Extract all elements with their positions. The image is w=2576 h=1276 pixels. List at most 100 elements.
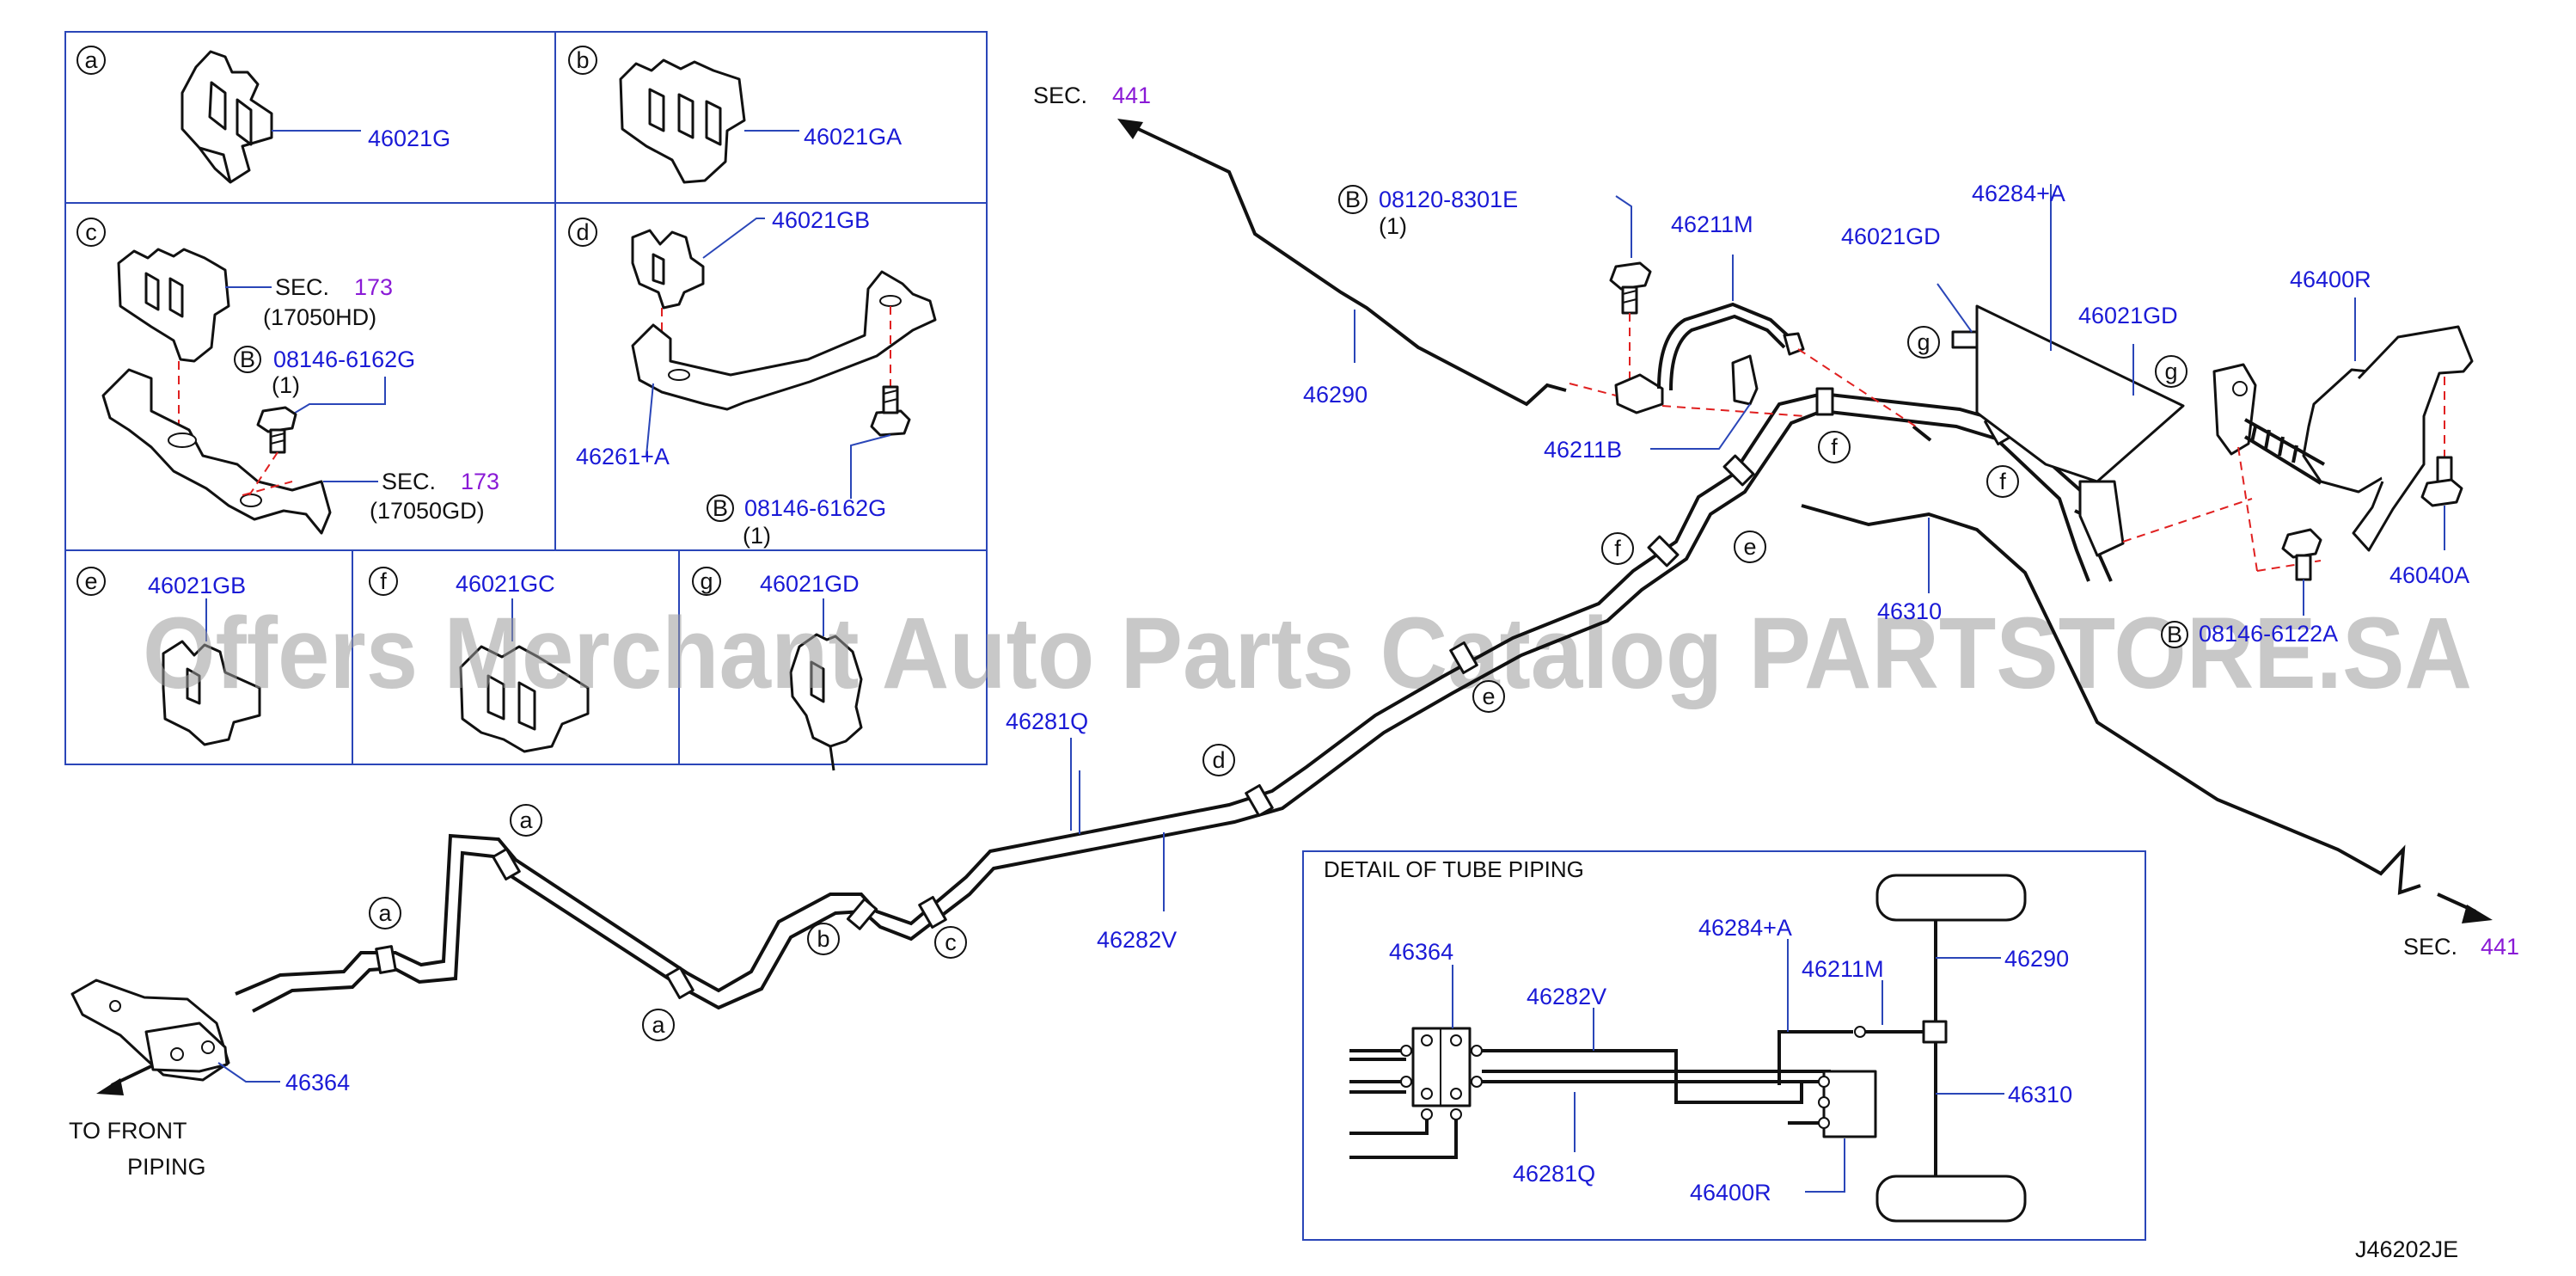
bolt-d-icon[interactable]	[870, 385, 911, 437]
part-46310-label[interactable]: 46310	[1877, 598, 1942, 624]
valve-46364-icon[interactable]	[70, 978, 230, 1082]
box-letter-e: e	[84, 568, 97, 594]
part-46021GD-g-label[interactable]: 46021GD	[760, 571, 860, 597]
to-front-line2: PIPING	[127, 1154, 206, 1180]
bolt-08120-8301E-icon[interactable]	[1609, 261, 1652, 315]
bolt-c-icon[interactable]	[256, 406, 297, 454]
sec-top-number[interactable]: 441	[1112, 83, 1151, 108]
sec-number-173-c2[interactable]: 173	[461, 469, 499, 494]
clip-46021GD-g-icon[interactable]	[789, 633, 863, 771]
callout-g-1[interactable]: g	[1917, 329, 1930, 355]
callout-g-2[interactable]: g	[2164, 359, 2177, 384]
part-46021GB-d-label[interactable]: 46021GB	[772, 207, 870, 233]
part-46021GD-1-label[interactable]: 46021GD	[1841, 224, 1941, 249]
detail-box-b: b 46021GA	[568, 46, 902, 184]
tube-46310	[1801, 504, 2421, 895]
callout-b[interactable]: b	[817, 926, 829, 952]
part-46261A-label[interactable]: 46261+A	[576, 444, 670, 469]
part-46021GC-label[interactable]: 46021GC	[456, 571, 555, 597]
callout-f-3[interactable]: f	[1999, 469, 2006, 494]
hose-46211M-icon[interactable]	[1614, 302, 1805, 414]
bolt-top-prefix: B	[1345, 187, 1361, 212]
sec-number-173-c[interactable]: 173	[354, 274, 393, 300]
tube-46281Q	[235, 391, 2113, 996]
sec-code-17050HD: (17050HD)	[263, 304, 376, 330]
callout-a-3[interactable]: a	[652, 1012, 665, 1038]
detail-box-g: g 46021GD	[692, 567, 863, 771]
bolt-08146-6162G-d[interactable]: 08146-6162G	[744, 495, 886, 521]
bracket-c-icon	[101, 368, 332, 535]
callout-c[interactable]: c	[945, 929, 957, 955]
part-46400R-label[interactable]: 46400R	[2290, 267, 2371, 292]
bolt-right-prefix: B	[2167, 622, 2182, 647]
tube-detail-title: DETAIL OF TUBE PIPING	[1324, 856, 1584, 882]
part-46021GB-e-label[interactable]: 46021GB	[148, 573, 246, 598]
detail-box-c: c SEC. 173 (17050HD) B 08146-6162G (1) S…	[76, 218, 499, 535]
tube-piping-detail: DETAIL OF TUBE PIPING 4636	[1302, 850, 2146, 1241]
bolt-08146-6162G-c[interactable]: 08146-6162G	[273, 347, 415, 372]
detail-box-a: a 46021G	[76, 46, 450, 184]
clip-46021GB-e-icon[interactable]	[162, 640, 261, 746]
callout-a-1[interactable]: a	[378, 900, 392, 926]
part-46211M-label[interactable]: 46211M	[1671, 212, 1753, 237]
bolt-08146-6122A-label[interactable]: 08146-6122A	[2199, 621, 2338, 647]
clip-46021G-icon[interactable]	[181, 50, 273, 184]
td-46281Q-label[interactable]: 46281Q	[1513, 1161, 1595, 1187]
brake-tube-network	[235, 119, 2493, 1013]
detail-box-f: f 46021GC	[369, 567, 590, 753]
clip-46021GB-d-icon[interactable]	[631, 229, 705, 310]
box-letter-a: a	[84, 47, 98, 73]
part-46040A-label[interactable]: 46040A	[2389, 562, 2469, 588]
part-46021G-label[interactable]: 46021G	[368, 126, 450, 151]
part-46211B-label[interactable]: 46211B	[1544, 437, 1622, 463]
td-46282V-label[interactable]: 46282V	[1527, 984, 1606, 1009]
bolt-prefix-d: B	[713, 495, 728, 521]
td-46400R-label[interactable]: 46400R	[1690, 1180, 1771, 1205]
diagram-code: J46202JE	[2355, 1236, 2458, 1262]
td-46211M-label[interactable]: 46211M	[1802, 956, 1884, 982]
clip-17050HD-icon[interactable]	[117, 248, 230, 363]
callout-a-2[interactable]: a	[519, 807, 533, 833]
box-letter-g: g	[700, 568, 713, 594]
sec-code-17050GD: (17050GD)	[370, 498, 485, 524]
sec-right-label: SEC.	[2403, 934, 2457, 960]
td-46310-label[interactable]: 46310	[2008, 1082, 2072, 1107]
detail-box-grid	[64, 31, 988, 765]
box-letter-f: f	[380, 568, 387, 594]
callout-e-1[interactable]: e	[1482, 684, 1495, 709]
valve-46400R-icon[interactable]	[2212, 325, 2474, 552]
part-46364-label[interactable]: 46364	[285, 1070, 350, 1095]
td-46364-label[interactable]: 46364	[1389, 939, 1453, 965]
box-letter-d: d	[576, 219, 589, 245]
bolt-top-qty: (1)	[1379, 213, 1407, 239]
part-46290-label[interactable]: 46290	[1303, 382, 1368, 408]
callout-f-1[interactable]: f	[1614, 536, 1621, 561]
box-letter-b: b	[576, 47, 589, 73]
detail-box-e: e 46021GB	[76, 567, 261, 746]
callout-e-2[interactable]: e	[1743, 534, 1756, 560]
box-letter-c: c	[85, 219, 97, 245]
bolt-qty-c: (1)	[272, 372, 300, 398]
callout-f-2[interactable]: f	[1831, 434, 1838, 460]
clip-46021GC-icon[interactable]	[459, 645, 590, 753]
clip-46211B-icon[interactable]	[1731, 354, 1759, 406]
clip-46021GA-icon[interactable]	[619, 58, 746, 184]
bracket-46284A-icon	[1975, 304, 2185, 557]
bolt-46040A-icon[interactable]	[2420, 456, 2463, 507]
td-46284A-label[interactable]: 46284+A	[1698, 915, 1792, 941]
bolt-08146-6122A-icon[interactable]	[2281, 528, 2322, 581]
part-46282V-label[interactable]: 46282V	[1097, 927, 1177, 953]
sec-right-number[interactable]: 441	[2481, 934, 2519, 960]
part-46284A-label[interactable]: 46284+A	[1972, 181, 2065, 206]
tube-46282V	[252, 408, 2090, 1013]
part-46021GA-label[interactable]: 46021GA	[804, 124, 902, 150]
bolt-prefix-c: B	[240, 347, 255, 372]
td-46290-label[interactable]: 46290	[2004, 946, 2069, 972]
tube-46290	[1192, 153, 1567, 407]
bolt-08120-8301E-label[interactable]: 08120-8301E	[1379, 187, 1518, 212]
callout-d[interactable]: d	[1212, 747, 1225, 773]
part-46281Q-label[interactable]: 46281Q	[1006, 709, 1088, 734]
part-46021GD-2-label[interactable]: 46021GD	[2078, 303, 2178, 328]
bracket-46261A-icon	[631, 270, 937, 411]
